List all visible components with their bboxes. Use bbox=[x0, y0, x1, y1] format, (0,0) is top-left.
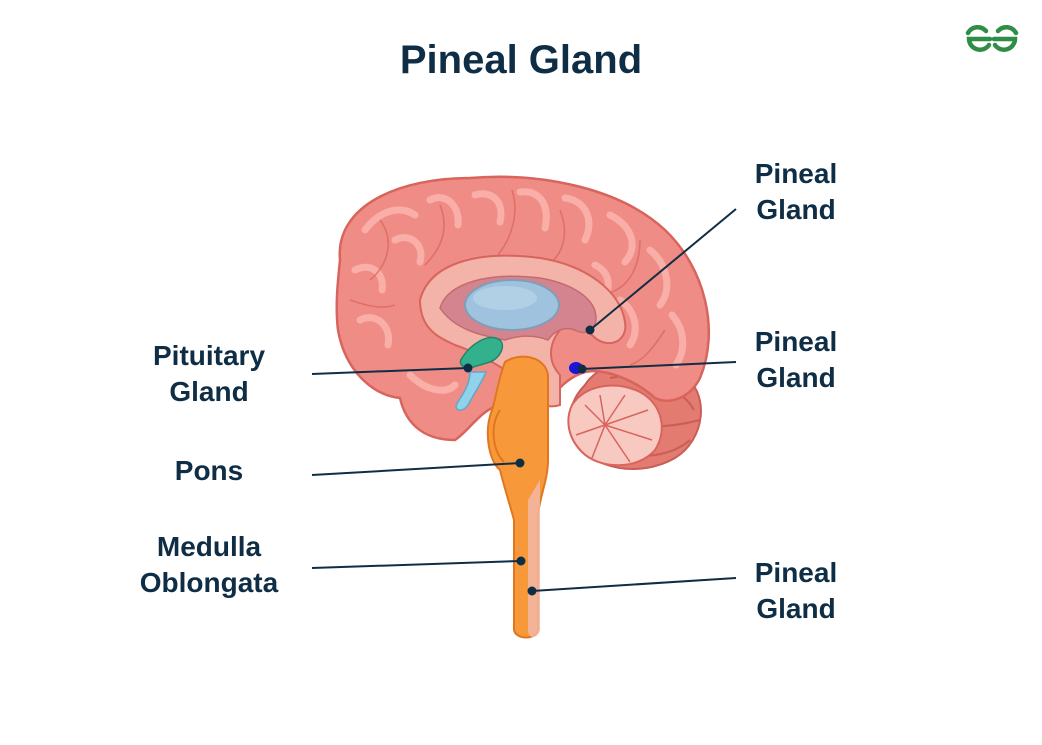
leader-lines bbox=[311, 208, 737, 596]
page-title: Pineal Gland bbox=[399, 38, 643, 82]
label-pineal-gland-bottom: Pineal Gland bbox=[754, 557, 838, 624]
leader-line-pituitary bbox=[311, 367, 469, 375]
label-pituitary-gland: Pituitary Gland bbox=[152, 340, 266, 407]
geeksforgeeks-logo-icon bbox=[965, 25, 1019, 52]
label-pons: Pons bbox=[174, 455, 244, 486]
label-pineal-gland-top: Pineal Gland bbox=[754, 158, 838, 225]
label-medulla-oblongata: Medulla Oblongata bbox=[139, 531, 279, 598]
leader-line-pineal-top bbox=[589, 208, 737, 331]
brainstem bbox=[486, 355, 549, 639]
leader-line-pineal-mid bbox=[581, 361, 737, 370]
pituitary-gland bbox=[455, 336, 504, 411]
cerebellum-arbor-vitae bbox=[567, 384, 663, 467]
leader-line-pineal-bottom bbox=[531, 577, 737, 592]
leader-line-medulla bbox=[311, 560, 522, 569]
label-pineal-gland-middle: Pineal Gland bbox=[754, 326, 838, 393]
leader-line-pons bbox=[311, 462, 521, 476]
